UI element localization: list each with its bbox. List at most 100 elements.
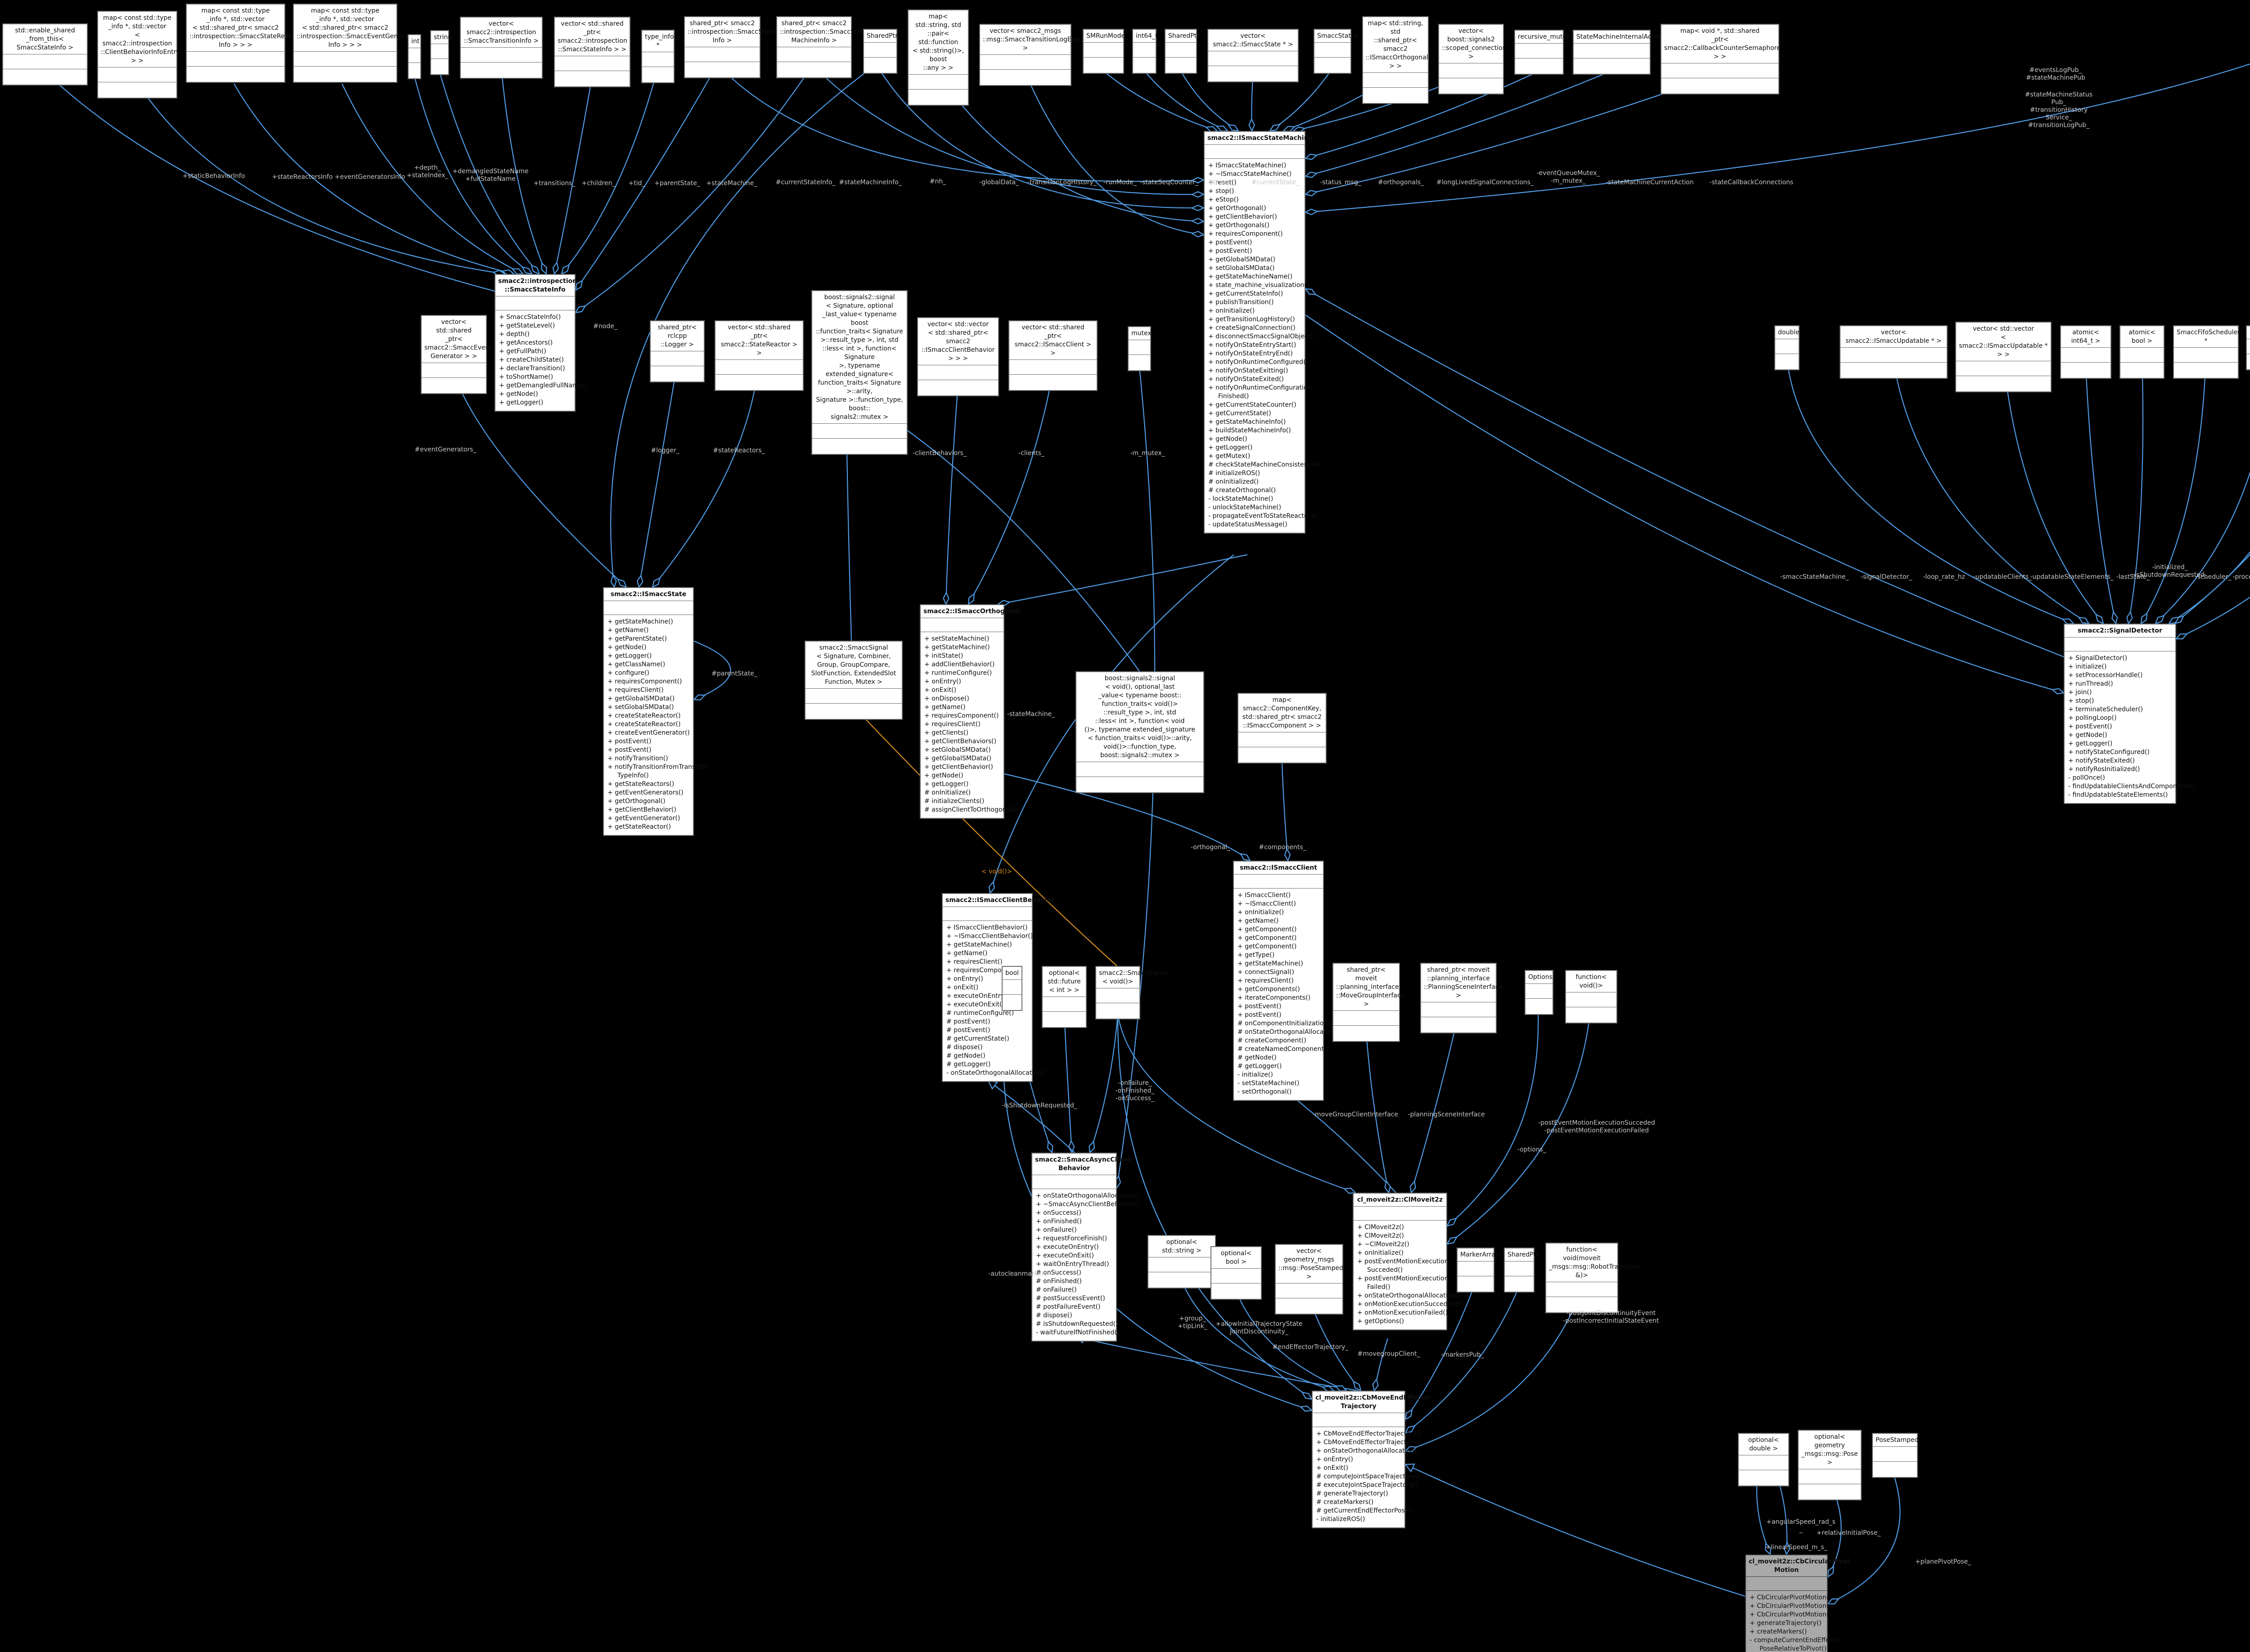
method: + getOrthogonals() xyxy=(1208,222,1269,229)
methods-compartment xyxy=(1003,995,1022,1010)
class-node-map-orthogonals[interactable]: map< std::string, std ::shared_ptr< smac… xyxy=(1362,16,1429,104)
method: # getLogger() xyxy=(1238,1063,1282,1070)
class-node-sp-stateinfo[interactable]: shared_ptr< smacc2 ::introspection::Smac… xyxy=(684,16,775,78)
class-title: smacc2::SmaccSignal < void()> xyxy=(1096,967,1168,988)
class-node-vec-scopedconnection[interactable]: vector< boost::signals2 ::scoped_connect… xyxy=(1438,24,1507,94)
class-node-smrunmode[interactable]: SMRunMode xyxy=(1083,29,1125,74)
class-node-optional-double[interactable]: optional< double > xyxy=(1738,1433,1789,1486)
class-node-smacc-stateinfo[interactable]: smacc2::introspection ::SmaccStateInfo+ … xyxy=(495,274,587,412)
class-node-sp-sminfo[interactable]: shared_ptr< smacc2 ::introspection::Smac… xyxy=(776,16,867,78)
class-node-statemachine-internal-action[interactable]: StateMachineInternalAction xyxy=(1573,30,1663,75)
class-node-ismacc-state[interactable]: smacc2::ISmaccState+ getStateMachine()+ … xyxy=(603,587,709,836)
class-node-sp-markers[interactable]: SharedPtr xyxy=(1504,1248,1539,1293)
aggregation-diamond xyxy=(637,574,644,588)
methods-compartment xyxy=(1076,777,1203,792)
class-node-boost-signal-void[interactable]: boost::signals2::signal < void(), option… xyxy=(1076,671,1204,793)
method: # onSuccess() xyxy=(1036,1269,1081,1276)
class-node-map-globaldata[interactable]: map< std::string, std ::pair< std::funct… xyxy=(908,9,969,106)
methods-compartment xyxy=(1505,1276,1534,1292)
class-node-sp-timer[interactable]: SharedPtr xyxy=(1165,29,1199,74)
edge-label: #currentState_ xyxy=(1251,179,1300,186)
class-node-function-void[interactable]: function< void()> xyxy=(1565,970,1617,1024)
class-node-options[interactable]: Options xyxy=(1525,970,1553,1015)
method: + createStateReactor() xyxy=(608,712,681,719)
class-node-optional-string[interactable]: optional< std::string > xyxy=(1148,1235,1216,1288)
edge-label: -lastState_ xyxy=(2116,573,2150,581)
class-node-sp-nh[interactable]: SharedPtr xyxy=(863,29,898,74)
relation-edge xyxy=(1025,74,1204,236)
class-node-vec-transitionlog[interactable]: vector< smacc2_msgs ::msg::SmaccTransiti… xyxy=(979,24,1084,86)
aggregation-diamond xyxy=(1239,853,1251,862)
methods-compartment xyxy=(1873,1462,1917,1477)
class-title: boost::signals2::signal < void(), option… xyxy=(1076,672,1203,762)
class-node-vec-vec-updatable[interactable]: vector< std::vector < smacc2::ISmaccUpda… xyxy=(1955,322,2052,392)
class-node-sp-planningscene[interactable]: shared_ptr< moveit ::planning_interface … xyxy=(1420,963,1503,1033)
class-node-vec-children[interactable]: vector< std::shared _ptr< smacc2::intros… xyxy=(554,17,630,87)
methods-compartment xyxy=(1009,375,1097,390)
class-node-signal-detector[interactable]: smacc2::SignalDetector+ SignalDetector()… xyxy=(2064,624,2196,804)
method: + ISmaccClient() xyxy=(1238,892,1291,899)
relation-edge xyxy=(342,83,523,274)
class-node-int64[interactable]: int64_t xyxy=(1132,29,1158,74)
class-node-atomic-int64[interactable]: atomic< int64_t > xyxy=(2060,325,2111,379)
class-node-cl-moveit2z[interactable]: cl_moveit2z::ClMoveit2z+ ClMoveit2z()+ C… xyxy=(1353,1193,1464,1330)
class-node-vec-transitioninfo[interactable]: vector< smacc2::introspection ::SmaccTra… xyxy=(460,17,543,79)
class-title: vector< std::vector < std::shared_ptr< s… xyxy=(918,318,998,365)
class-node-int[interactable]: int xyxy=(408,34,421,79)
class-node-sp-logger[interactable]: shared_ptr< rclcpp ::Logger > xyxy=(650,320,705,382)
class-node-vec-statereactors[interactable]: vector< std::shared _ptr< smacc2::StateR… xyxy=(715,320,804,391)
class-node-enable-shared[interactable]: std::enable_shared _from_this< SmaccStat… xyxy=(2,23,88,85)
class-node-map-clientbehaviorinfo[interactable]: map< const std::type _info *, std::vecto… xyxy=(97,11,180,99)
relation-edge xyxy=(554,76,593,274)
class-node-bool[interactable]: bool xyxy=(1002,966,1022,1011)
class-node-recursive-mutex[interactable]: recursive_mutex xyxy=(1514,30,1570,75)
class-node-mutex[interactable]: mutex xyxy=(1128,326,1152,371)
class-node-cb-move-endeffector-trajectory[interactable]: cl_moveit2z::CbMoveEndEffector Trajector… xyxy=(1312,1391,1431,1528)
method: + executeOnExit() xyxy=(1036,1252,1094,1259)
class-node-cb-circular-pivot-motion[interactable]: cl_moveit2z::CbCircularPivot Motion+ CbC… xyxy=(1745,1554,1850,1652)
class-node-optional-pose[interactable]: optional< geometry _msgs::msg::Pose > xyxy=(1798,1430,1862,1500)
class-node-sp-movegroupinterface[interactable]: shared_ptr< moveit ::planning_interface … xyxy=(1332,963,1404,1042)
class-node-vec-eventgenerators[interactable]: vector< std::shared _ptr< smacc2::SmaccE… xyxy=(421,315,492,394)
class-node-double[interactable]: double xyxy=(1774,325,1800,370)
class-node-string[interactable]: string xyxy=(430,30,452,75)
class-node-vec-clients[interactable]: vector< std::shared _ptr< smacc2::ISmacc… xyxy=(1008,320,1098,391)
class-node-ismacc-client[interactable]: smacc2::ISmaccClient+ ISmaccClient()+ ~I… xyxy=(1233,861,1341,1101)
methods-compartment: + CbCircularPivotMotion()+ CbCircularPiv… xyxy=(1746,1591,1842,1652)
class-node-ismacc-statemachine[interactable]: smacc2::ISmaccStateMachine+ ISmaccStateM… xyxy=(1204,131,1320,534)
class-title: atomic< bool > xyxy=(2120,326,2164,348)
class-node-smacc-signal-generic[interactable]: smacc2::SmaccSignal < Signature, Combine… xyxy=(805,641,903,720)
class-node-map-callbackcountersemaphore[interactable]: map< void *, std::shared _ptr< smacc2::C… xyxy=(1660,24,1781,94)
class-node-typeinfo[interactable]: type_info * xyxy=(641,30,675,83)
method: # runtimeConfigure() xyxy=(946,1010,1014,1017)
edge-label: +transitions_ xyxy=(533,180,576,187)
class-node-smacc-async-clientbehavior[interactable]: smacc2::SmaccAsyncClient Behavior+ onSta… xyxy=(1031,1153,1139,1342)
class-node-map-statereactorinfo[interactable]: map< const std::type _info *, std::vecto… xyxy=(186,4,301,83)
class-node-ismacc-orthogonal[interactable]: smacc2::ISmaccOrthogonal+ setStateMachin… xyxy=(920,604,1020,819)
methods-compartment xyxy=(1363,88,1428,103)
class-node-function-robottrajectory[interactable]: function< void(moveit _msgs::msg::RobotT… xyxy=(1545,1243,1640,1313)
class-node-markerarray[interactable]: MarkerArray xyxy=(1457,1248,1499,1293)
class-node-smaccstatus[interactable]: SmaccStatus xyxy=(1314,29,1358,74)
relation-edge xyxy=(1117,1014,1312,1400)
class-node-optional-bool[interactable]: optional< bool > xyxy=(1210,1246,1262,1300)
class-node-atomic-bool[interactable]: atomic< bool > xyxy=(2120,325,2164,379)
class-node-smacc-fifo-scheduler[interactable]: SmaccFifoScheduler * xyxy=(2173,325,2240,379)
class-node-processor-handle[interactable]: processor_handle xyxy=(2246,325,2250,370)
class-node-posestamped[interactable]: PoseStamped xyxy=(1872,1433,1918,1478)
class-node-vec-posestamped[interactable]: vector< geometry_msgs ::msg::PoseStamped… xyxy=(1275,1244,1343,1315)
edge-label: -runMode_ xyxy=(1103,179,1137,186)
class-node-smacc-signal-void[interactable]: smacc2::SmaccSignal < void()> xyxy=(1095,966,1168,1019)
aggregation-diamond xyxy=(1304,208,1318,215)
class-node-map-eventgeneratorinfo[interactable]: map< const std::type _info *, std::vecto… xyxy=(293,4,417,83)
class-node-map-components[interactable]: map< smacc2::ComponentKey, std::shared_p… xyxy=(1238,693,1327,763)
class-node-optional-future-int[interactable]: optional< std::future < int > > xyxy=(1042,966,1087,1028)
methods-compartment xyxy=(777,62,851,77)
class-title: processor_handle xyxy=(2247,326,2250,339)
class-node-vec-istates[interactable]: vector< smacc2::ISmaccState * > xyxy=(1207,29,1299,82)
class-node-vec-clientbehaviors[interactable]: vector< std::vector < std::shared_ptr< s… xyxy=(917,317,999,396)
class-node-vec-updatable[interactable]: vector< smacc2::ISmaccUpdatable * > xyxy=(1840,325,1948,379)
method: + executeOnEntry() xyxy=(946,992,1009,1000)
class-node-boost-signal-generic[interactable]: boost::signals2::signal < Signature, opt… xyxy=(811,290,908,455)
class-title: map< const std::type _info *, std::vecto… xyxy=(187,4,301,52)
